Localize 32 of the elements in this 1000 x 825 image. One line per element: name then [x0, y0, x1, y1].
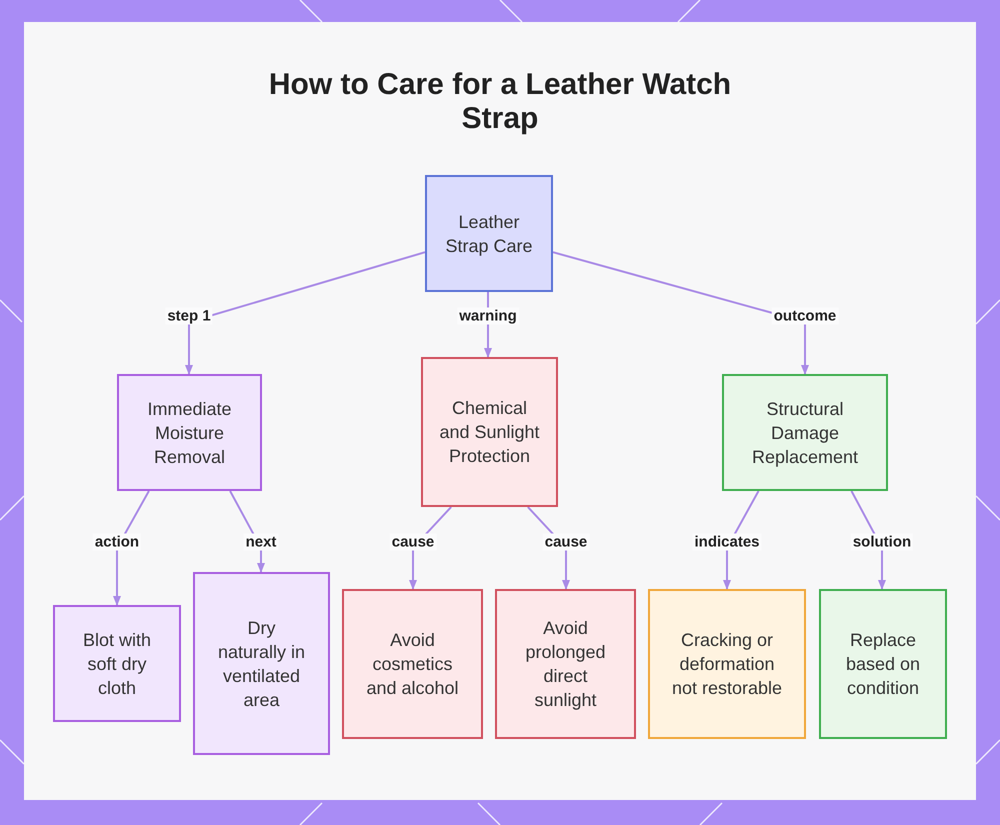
process-box — [421, 357, 558, 507]
edge-label: indicates — [692, 534, 762, 550]
process-box — [495, 589, 636, 739]
node-text: Avoid prolonged direct sunlight — [524, 617, 607, 712]
node-text: Structural Damage Replacement — [750, 398, 860, 468]
process-box — [342, 589, 483, 739]
edge-label: next — [244, 534, 278, 550]
diagram-title: How to Care for a Leather Watch Strap — [268, 68, 732, 136]
process-box — [425, 175, 553, 292]
edge-label: action — [92, 534, 142, 550]
node-text: Chemical and Sunlight Protection — [438, 397, 541, 468]
edge-label: solution — [850, 534, 914, 550]
process-box — [722, 374, 888, 491]
node-text: Leather Strap Care — [444, 210, 534, 258]
edge-label: cause — [390, 534, 436, 550]
node-text: Immediate Moisture Removal — [146, 398, 233, 468]
node-text: Cracking or deformation not restorable — [670, 629, 784, 700]
process-box — [819, 589, 947, 739]
process-box — [648, 589, 806, 739]
edge-label: step 1 — [165, 308, 213, 324]
process-box — [117, 374, 262, 491]
node-text: Blot with soft dry cloth — [82, 628, 152, 700]
edge-label: outcome — [772, 308, 838, 324]
process-box — [53, 605, 181, 722]
connector-arrow — [552, 251, 809, 375]
edge-label: cause — [542, 534, 590, 550]
connector-arrow — [185, 251, 426, 375]
node-text: Replace based on condition — [844, 629, 922, 700]
node-text: Dry naturally in ventilated area — [216, 616, 306, 712]
node-text: Avoid cosmetics and alcohol — [365, 629, 460, 700]
process-box — [193, 572, 330, 755]
edge-label: warning — [457, 308, 519, 324]
